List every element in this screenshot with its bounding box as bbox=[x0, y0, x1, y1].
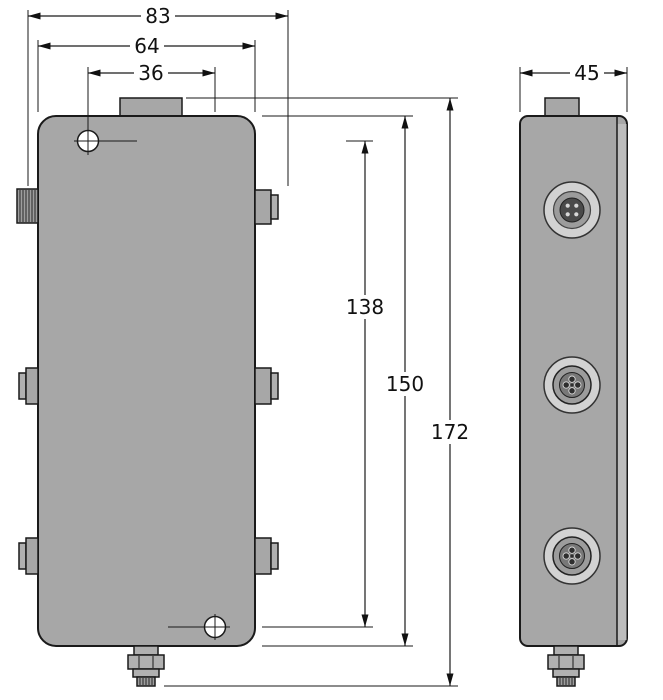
tab-cap bbox=[270, 542, 279, 570]
pin bbox=[568, 387, 576, 395]
side-view bbox=[519, 97, 628, 687]
dim-label-background bbox=[134, 61, 168, 84]
dim-label-background bbox=[141, 4, 175, 27]
tab-cap bbox=[18, 542, 27, 570]
tab-cap bbox=[270, 194, 279, 220]
tab-stem bbox=[25, 367, 39, 405]
gland-hex-nut bbox=[127, 654, 165, 670]
dimension-annotations: 83 64 36 138 150 172 45 bbox=[27, 4, 628, 687]
socket-face bbox=[559, 197, 585, 223]
tab-stem bbox=[254, 189, 272, 225]
thread-hatch bbox=[19, 190, 36, 222]
dim-label-background bbox=[341, 295, 389, 319]
left-tab-middle bbox=[18, 367, 39, 405]
mounting-hole-bottom-right bbox=[168, 614, 230, 640]
pin bbox=[574, 381, 582, 389]
gland-collar bbox=[132, 668, 160, 678]
gland-hex-nut bbox=[547, 654, 585, 670]
thread-hatch bbox=[559, 678, 573, 685]
tab-stem bbox=[254, 367, 272, 405]
thread-barrel bbox=[16, 188, 39, 224]
pin bbox=[562, 381, 570, 389]
pin bbox=[574, 203, 579, 208]
left-tab-bottom bbox=[18, 537, 39, 575]
socket-pins bbox=[565, 203, 579, 217]
pin bbox=[568, 375, 576, 383]
tab-stem bbox=[25, 537, 39, 575]
tab-stem bbox=[254, 537, 272, 575]
dim-label-body-width: 64 bbox=[134, 34, 159, 58]
pin bbox=[568, 546, 576, 554]
dim-label-overall-height: 172 bbox=[431, 420, 469, 444]
dim-label-background bbox=[426, 420, 474, 444]
side-bottom-connector bbox=[547, 645, 585, 687]
pin-center bbox=[570, 383, 574, 387]
dim-label-background bbox=[130, 34, 164, 57]
dim-label-depth: 45 bbox=[574, 61, 599, 85]
right-tab-middle bbox=[254, 367, 279, 405]
pin bbox=[565, 212, 570, 217]
gland-collar bbox=[552, 668, 580, 678]
thread-hatch bbox=[139, 678, 153, 685]
left-threaded-connector bbox=[16, 188, 39, 224]
dim-label-outer-width: 83 bbox=[145, 4, 170, 28]
pin bbox=[562, 552, 570, 560]
pin-center bbox=[570, 554, 574, 558]
connector-port-top bbox=[543, 181, 601, 239]
dim-label-hole-spacing: 138 bbox=[346, 295, 384, 319]
front-view bbox=[16, 97, 279, 687]
pin bbox=[574, 552, 582, 560]
socket-pins bbox=[562, 375, 582, 395]
right-tab-top bbox=[254, 189, 279, 225]
connector-port-middle bbox=[543, 356, 601, 414]
dim-label-hole-offset: 36 bbox=[138, 61, 163, 85]
side-mount-strip bbox=[617, 124, 627, 640]
gland-neck bbox=[133, 645, 159, 656]
socket-pins bbox=[562, 546, 582, 566]
front-bottom-connector bbox=[127, 645, 165, 687]
connector-port-bottom bbox=[543, 527, 601, 585]
front-body bbox=[37, 115, 256, 647]
dim-label-background bbox=[570, 61, 604, 84]
pin bbox=[568, 558, 576, 566]
gland-neck bbox=[553, 645, 579, 656]
pin bbox=[565, 203, 570, 208]
tab-cap bbox=[270, 372, 279, 400]
tab-cap bbox=[18, 372, 27, 400]
right-tab-bottom bbox=[254, 537, 279, 575]
dim-label-body-height: 150 bbox=[386, 372, 424, 396]
mounting-hole-top-left bbox=[74, 127, 137, 155]
pin bbox=[574, 212, 579, 217]
dim-label-background bbox=[381, 372, 429, 396]
